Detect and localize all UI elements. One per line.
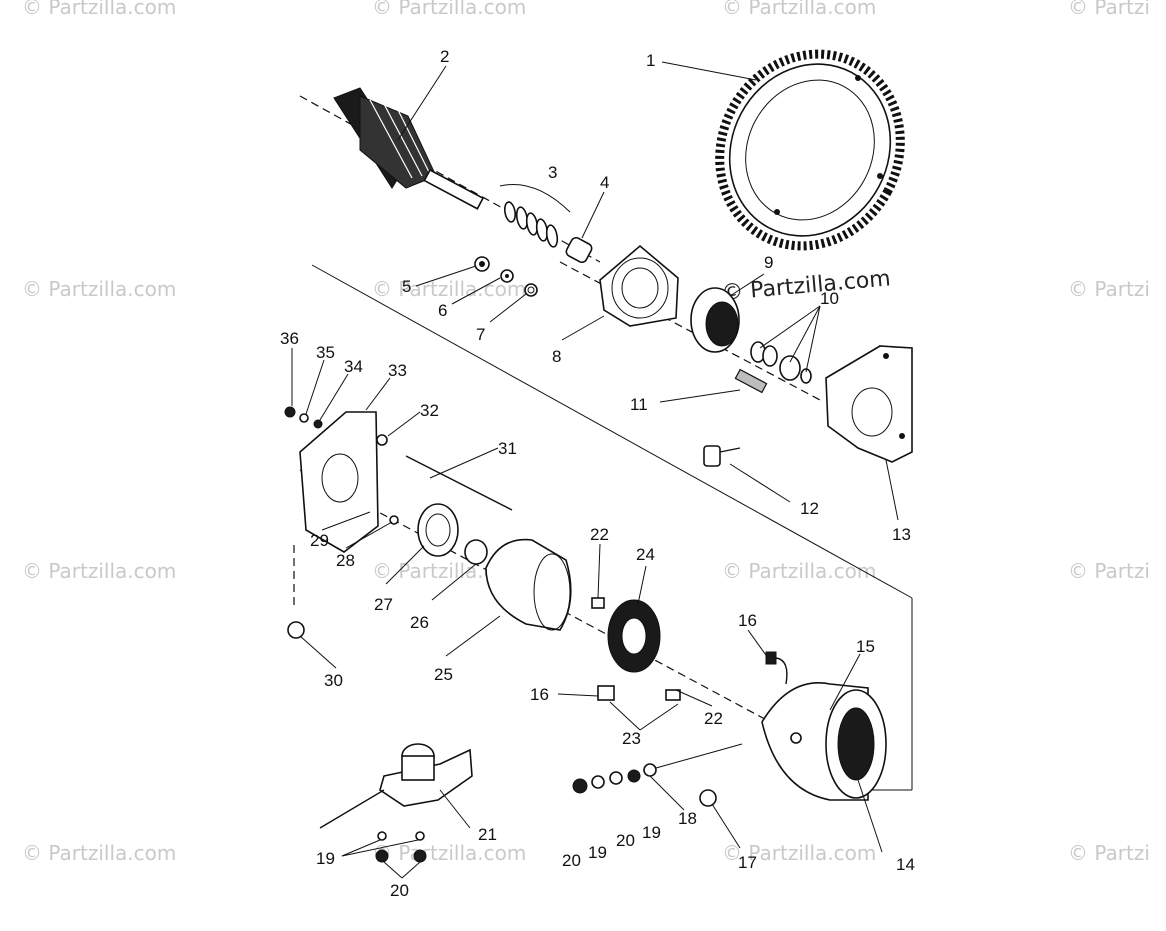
callout-19: 19 bbox=[316, 849, 335, 868]
watermark: © Partzilla.com bbox=[22, 0, 176, 19]
callout-9: 9 bbox=[764, 253, 773, 272]
section-divider bbox=[311, 264, 913, 599]
watermark: © Partzi bbox=[1068, 841, 1150, 865]
watermark: © Partzilla.com bbox=[372, 0, 526, 19]
callout-11: 11 bbox=[630, 395, 648, 414]
fastener-34-36 bbox=[284, 406, 323, 429]
callout-labels: 1 2 3 4 5 6 7 8 9 10 11 12 13 14 15 16 1… bbox=[280, 47, 915, 900]
watermark: © Partzilla.com bbox=[722, 0, 876, 19]
end-plate bbox=[299, 411, 379, 553]
watermark: © Partzilla.com bbox=[22, 559, 176, 583]
callout-20: 20 bbox=[562, 851, 581, 870]
callout-2: 2 bbox=[440, 47, 449, 66]
watermark: © Partzilla.com bbox=[372, 277, 526, 301]
watermarks: © Partzilla.com © Partzilla.com © Partzi… bbox=[22, 0, 1150, 865]
brush-plate bbox=[591, 597, 681, 701]
callout-26: 26 bbox=[410, 613, 429, 632]
callout-18: 18 bbox=[678, 809, 697, 828]
callout-34: 34 bbox=[344, 357, 363, 376]
ring-gear bbox=[715, 49, 905, 251]
callout-29: 29 bbox=[310, 531, 329, 550]
callout-3: 3 bbox=[548, 163, 557, 182]
terminal-connector-16 bbox=[597, 651, 788, 701]
armature bbox=[333, 87, 485, 210]
drive-shaft bbox=[734, 368, 768, 394]
callout-8: 8 bbox=[552, 347, 561, 366]
callout-20: 20 bbox=[616, 831, 635, 850]
callout-27: 27 bbox=[374, 595, 393, 614]
watermark: © Partzilla.com bbox=[22, 277, 176, 301]
callout-16: 16 bbox=[530, 685, 549, 704]
callout-28: 28 bbox=[336, 551, 355, 570]
watermark: © Partzilla.com bbox=[22, 841, 176, 865]
bolt-30 bbox=[287, 621, 305, 639]
callout-33: 33 bbox=[388, 361, 407, 380]
callout-24: 24 bbox=[636, 545, 655, 564]
callout-25: 25 bbox=[434, 665, 453, 684]
callout-23: 23 bbox=[622, 729, 641, 748]
bushing-26 bbox=[464, 539, 488, 565]
terminal-hardware bbox=[572, 743, 743, 794]
bushing bbox=[565, 236, 593, 264]
end-frame-27 bbox=[417, 503, 459, 557]
pinion-gear bbox=[690, 287, 740, 353]
pinion-spring-set bbox=[750, 341, 812, 384]
callout-15: 15 bbox=[856, 637, 875, 656]
callout-30: 30 bbox=[324, 671, 343, 690]
callout-16: 16 bbox=[738, 611, 757, 630]
callout-12: 12 bbox=[800, 499, 819, 518]
callout-19: 19 bbox=[642, 823, 661, 842]
spring-set bbox=[499, 183, 571, 248]
watermark: © Partzilla.com bbox=[722, 559, 876, 583]
callout-14: 14 bbox=[896, 855, 915, 874]
callout-21: 21 bbox=[478, 825, 497, 844]
watermark: © Partzilla.com bbox=[722, 841, 876, 865]
callout-7: 7 bbox=[476, 325, 485, 344]
solenoid bbox=[319, 743, 473, 863]
washer-32 bbox=[376, 434, 388, 446]
watermark: © Partzi bbox=[1068, 0, 1150, 19]
through-bolt bbox=[405, 455, 513, 511]
callout-31: 31 bbox=[498, 439, 517, 458]
callout-1: 1 bbox=[646, 51, 655, 70]
drive-axis bbox=[559, 261, 821, 401]
motor-housing bbox=[761, 682, 887, 801]
watermark: © Partzi bbox=[1068, 559, 1150, 583]
screw-17 bbox=[699, 789, 717, 807]
callout-36: 36 bbox=[280, 329, 299, 348]
callout-10: 10 bbox=[820, 289, 839, 308]
callout-20: 20 bbox=[390, 881, 409, 900]
callout-22: 22 bbox=[590, 525, 609, 544]
yoke-housing bbox=[485, 538, 572, 631]
drive-housing bbox=[599, 244, 679, 327]
leader-lines bbox=[291, 61, 899, 879]
callout-32: 32 bbox=[420, 401, 439, 420]
mounting-bracket bbox=[825, 345, 913, 463]
callout-19: 19 bbox=[588, 843, 607, 862]
callout-4: 4 bbox=[600, 173, 609, 192]
callout-6: 6 bbox=[438, 301, 447, 320]
nut-washer-set bbox=[474, 256, 538, 297]
callout-17: 17 bbox=[738, 853, 757, 872]
mounting-bolt-12 bbox=[703, 445, 741, 467]
callout-35: 35 bbox=[316, 343, 335, 362]
callout-5: 5 bbox=[402, 277, 411, 296]
callout-13: 13 bbox=[892, 525, 911, 544]
watermark: © Partzi bbox=[1068, 277, 1150, 301]
watermark: © Partzilla.com bbox=[372, 841, 526, 865]
callout-22: 22 bbox=[704, 709, 723, 728]
